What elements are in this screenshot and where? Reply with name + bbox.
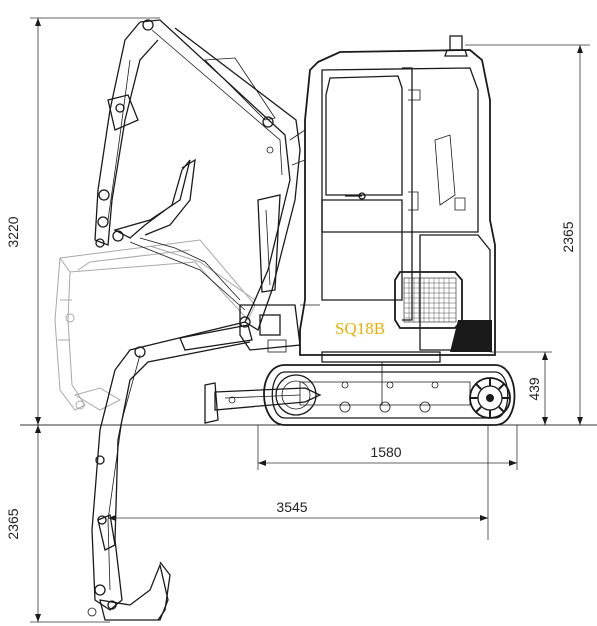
dimension-track-height: 439 — [490, 351, 552, 425]
cab-height-value: 2365 — [560, 221, 576, 252]
ghost-arm-outline — [54, 239, 256, 411]
track-length-value: 1580 — [370, 444, 401, 460]
undercarriage — [263, 351, 516, 426]
dimension-cab-height: 2365 — [465, 44, 590, 425]
raised-boom — [94, 19, 301, 331]
dozer-blade — [204, 382, 322, 424]
model-label: SQ18B — [335, 319, 385, 338]
total-height-value: 3220 — [5, 216, 21, 247]
dimension-dig-depth: 2365 — [5, 425, 110, 623]
dig-depth-value: 2365 — [5, 508, 21, 539]
dimension-track-length: 1580 — [257, 425, 518, 470]
cab-and-body — [289, 35, 496, 356]
max-reach-value: 3545 — [276, 499, 307, 515]
dimension-total-height: 3220 — [5, 17, 160, 425]
boom-swing-bracket — [239, 304, 301, 353]
dimension-max-reach: 3545 — [108, 425, 489, 540]
track-height-value: 439 — [526, 377, 542, 401]
lowered-arm — [87, 321, 253, 621]
engine-grille — [394, 271, 463, 329]
